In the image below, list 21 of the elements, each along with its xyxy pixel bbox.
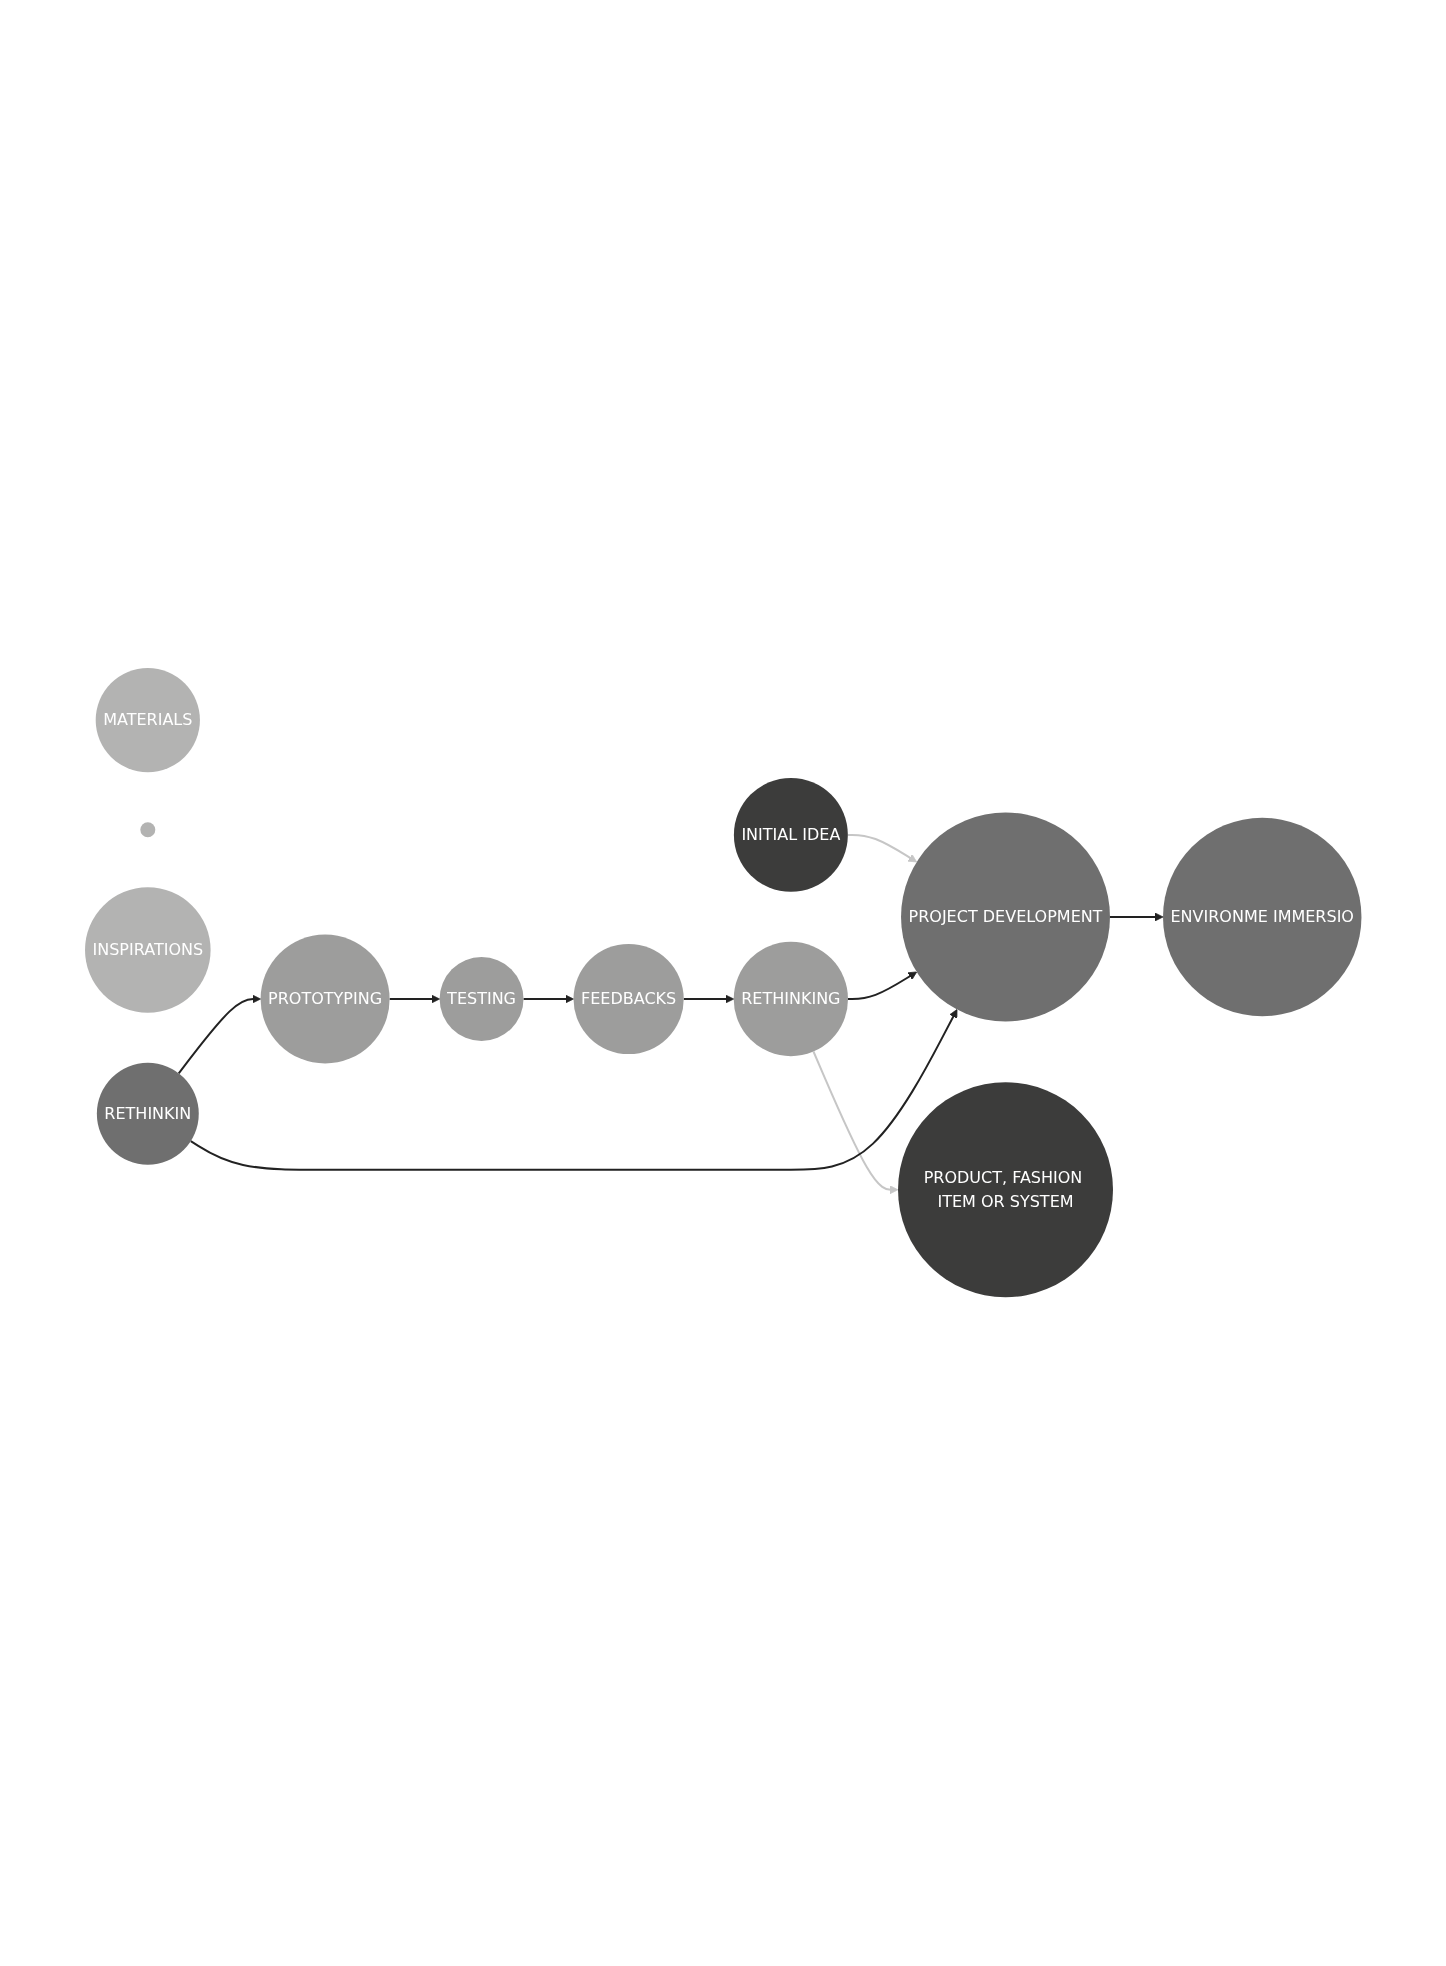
arrow <box>522 995 574 1004</box>
node-circle: FEEDBACKS <box>573 944 684 1055</box>
arrow <box>1108 912 1164 922</box>
node-circle: INITIAL IDEA <box>733 778 848 893</box>
node-circle <box>140 822 156 838</box>
node-circle: PROJECT DEVELOPMENT <box>900 812 1110 1022</box>
arrow <box>846 971 917 1001</box>
node-circle: ENVIRONME IMMERSIO <box>1162 818 1362 1017</box>
arrow <box>682 995 734 1004</box>
arrow <box>388 995 440 1004</box>
node-circle: TESTING <box>439 957 524 1042</box>
arrow <box>189 1009 958 1172</box>
node-circle: MATERIALS <box>95 668 200 773</box>
node-circle: RETHINKING <box>733 942 848 1057</box>
node-circle: PROTOTYPING <box>260 934 390 1064</box>
node-circle: PRODUCT, FASHION ITEM OR SYSTEM <box>897 1082 1113 1298</box>
arrow <box>812 1050 899 1195</box>
arrow <box>846 834 917 863</box>
arrow <box>177 995 261 1075</box>
node-circle: INSPIRATIONS <box>84 887 211 1014</box>
node-circle: RETHINKIN <box>96 1063 199 1166</box>
